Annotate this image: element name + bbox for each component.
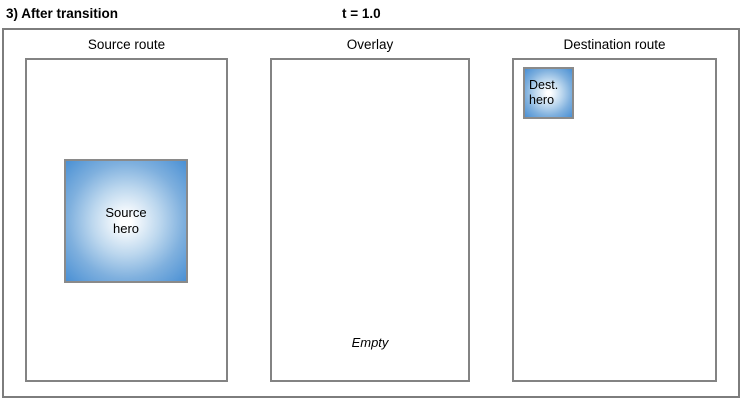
destination-route-label: Destination route [563,37,666,52]
source-hero-label-line1: Source [105,205,147,220]
source-route-label: Source route [87,37,166,52]
destination-hero-label-line2: hero [529,93,555,107]
source-route-panel: Source hero [25,58,228,382]
overlay-label: Overlay [346,37,394,52]
overlay-empty-label: Empty [351,335,389,350]
transition-time-value: t = 1.0 [342,6,381,21]
overlay-panel: Empty [270,58,470,382]
figure-step-title: 3) After transition [6,6,119,21]
destination-hero-box: Dest. hero [523,67,574,119]
source-hero-box: Source hero [64,159,188,283]
destination-route-panel: Dest. hero [512,58,717,382]
destination-hero-label-line1: Dest. [529,78,559,92]
source-hero-label-line2: hero [112,221,140,236]
outer-frame [2,28,740,398]
